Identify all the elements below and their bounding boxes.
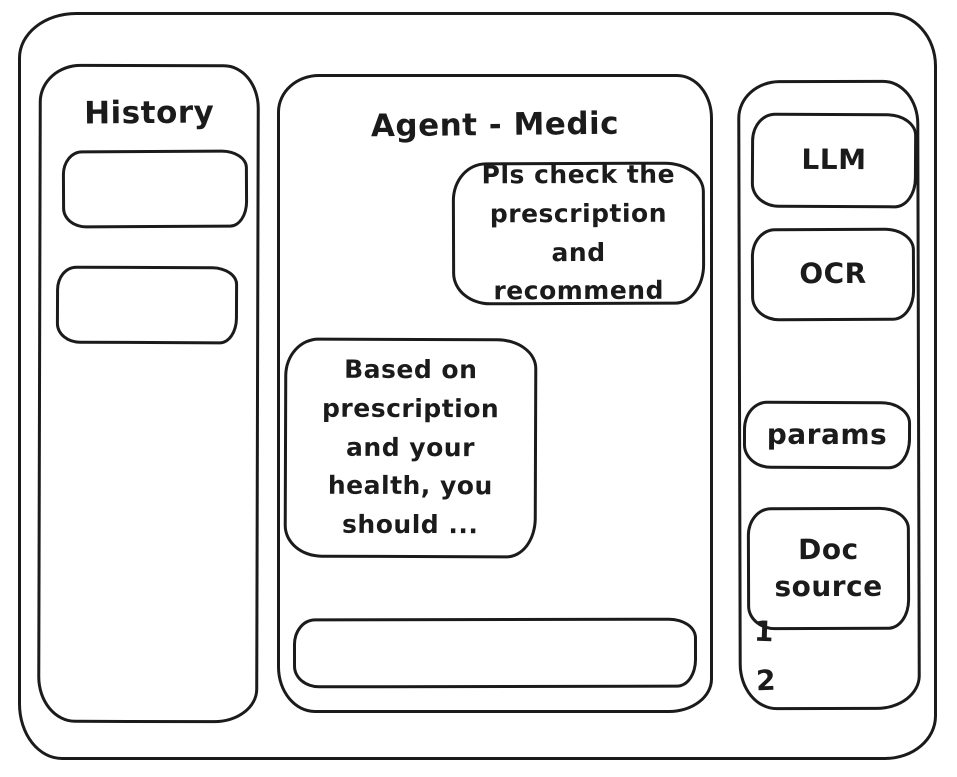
ocr-button[interactable]: OCR [750,227,916,322]
doc-source-button[interactable]: Doc source [746,506,911,631]
message-input[interactable] [292,617,698,689]
ocr-button-label: OCR [799,257,867,291]
doc-source-button-label: Doc source [774,533,883,603]
params-button[interactable]: params [742,400,912,470]
history-panel-title: History [84,94,215,132]
params-button-label: params [766,417,888,452]
doc-source-item-1: 1 [753,614,775,649]
history-item[interactable] [55,265,239,345]
doc-source-item-2: 2 [755,663,777,698]
chat-panel-title: Agent - Medic [370,105,620,145]
assistant-message-bubble: Based on prescription and your health, y… [283,337,538,559]
user-message-bubble: Pls check the prescription and recommend [451,160,706,306]
history-item[interactable] [61,149,249,229]
llm-button-label: LLM [801,143,867,177]
llm-button[interactable]: LLM [750,112,918,209]
assistant-message-text: Based on prescription and your health, y… [321,354,500,540]
user-message-text: Pls check the prescription and recommend [481,159,676,306]
